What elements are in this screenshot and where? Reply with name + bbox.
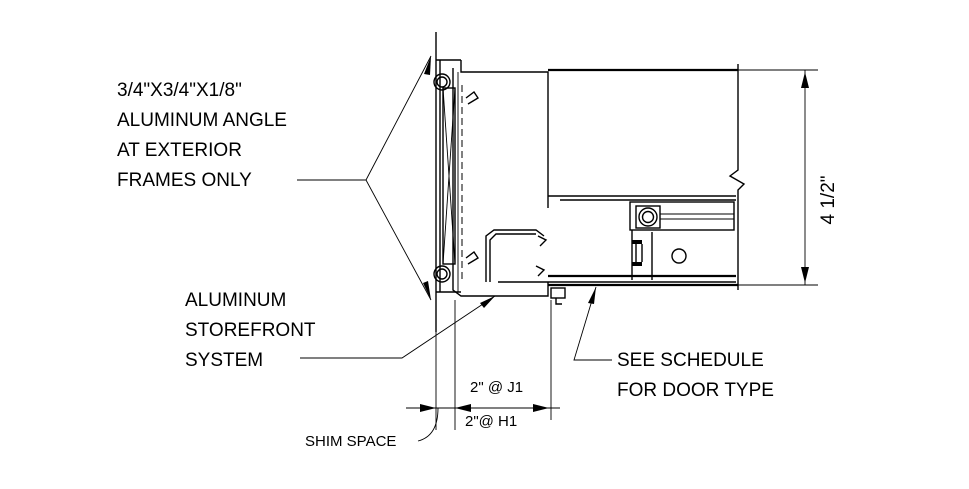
storefront-note-line-2: STOREFRONT bbox=[185, 320, 316, 341]
angle-note-line-3: AT EXTERIOR bbox=[117, 140, 242, 161]
storefront-frame-profile bbox=[452, 60, 549, 297]
storefront-note-line-1: ALUMINUM bbox=[185, 290, 286, 311]
bottom-dimensions bbox=[406, 300, 560, 430]
schedule-note: SEE SCHEDULE FOR DOOR TYPE bbox=[617, 350, 774, 401]
schedule-note-line-2: FOR DOOR TYPE bbox=[617, 380, 774, 401]
angle-leader-lines bbox=[297, 55, 432, 301]
dimension-j1-label: 2" @ J1 bbox=[470, 379, 523, 396]
storefront-note-line-3: SYSTEM bbox=[185, 350, 263, 371]
schedule-note-line-1: SEE SCHEDULE bbox=[617, 350, 764, 371]
shim-and-sealant bbox=[433, 73, 456, 283]
dimension-h1-label: 2"@ H1 bbox=[465, 413, 517, 430]
aluminum-angle bbox=[435, 32, 461, 332]
angle-note-line-1: 3/4"X3/4"X1/8" bbox=[117, 80, 242, 101]
shim-space-label: SHIM SPACE bbox=[305, 433, 396, 450]
angle-note: 3/4"X3/4"X1/8" ALUMINUM ANGLE AT EXTERIO… bbox=[117, 80, 287, 191]
depth-dimension-label: 4 1/2" bbox=[818, 175, 839, 224]
wall-outline bbox=[548, 64, 746, 290]
angle-note-line-4: FRAMES ONLY bbox=[117, 170, 252, 191]
schedule-leader-line bbox=[573, 286, 612, 361]
threshold-base bbox=[548, 274, 736, 305]
storefront-leader-line bbox=[300, 295, 496, 359]
angle-note-line-2: ALUMINUM ANGLE bbox=[117, 110, 287, 131]
shim-leader-line bbox=[417, 407, 439, 442]
storefront-note: ALUMINUM STOREFRONT SYSTEM bbox=[185, 290, 316, 371]
depth-dimension bbox=[738, 69, 818, 286]
door-stile bbox=[548, 195, 736, 280]
